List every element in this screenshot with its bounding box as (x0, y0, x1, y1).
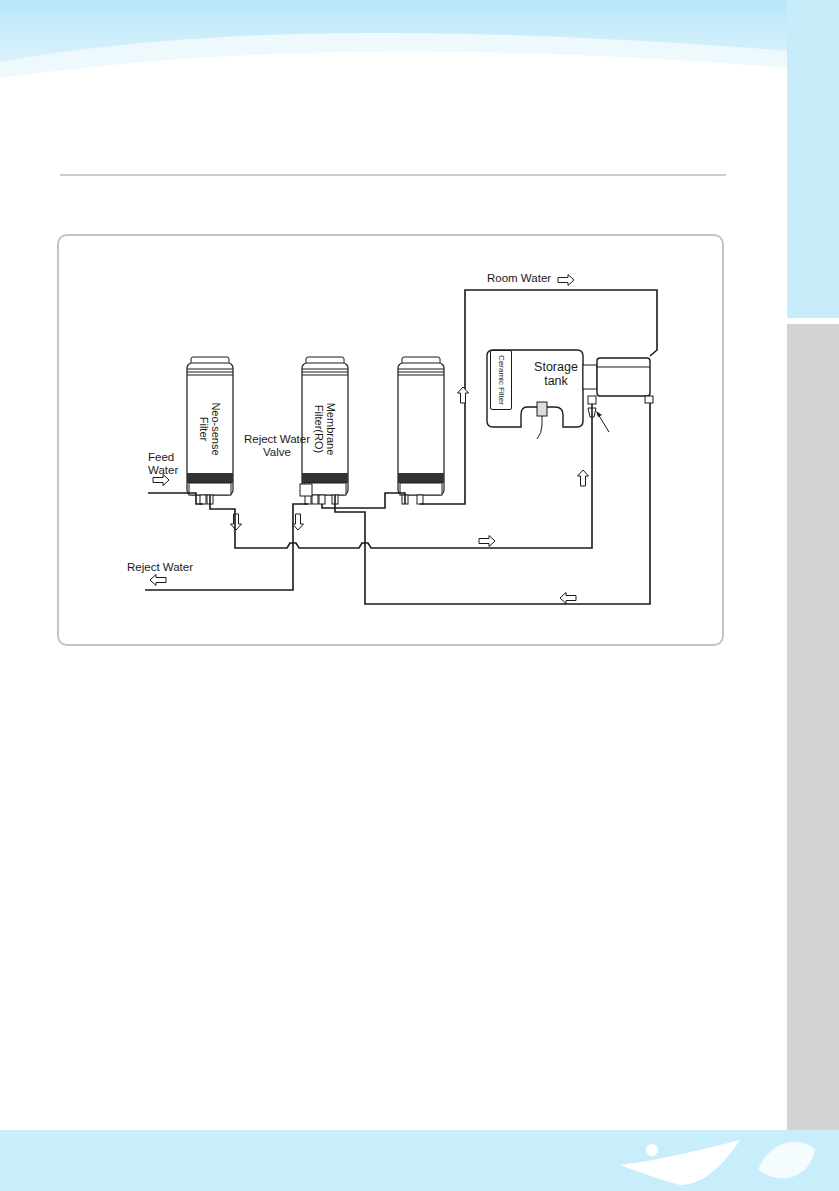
leader-arrowhead (596, 411, 602, 417)
flow-arrow (293, 514, 304, 530)
drop-decoration (620, 1140, 740, 1185)
figure-frame (58, 235, 723, 645)
cartridge-rib (187, 372, 233, 373)
vertical-label: Neo-sense Filter (198, 397, 222, 461)
flow-label: Feed Water (148, 451, 192, 477)
cartridge-body (302, 363, 348, 495)
cartridge-band (302, 473, 348, 483)
water-tube (649, 403, 651, 433)
vertical-label: Ceramic Filter (497, 351, 506, 409)
tube-fitting (417, 495, 423, 504)
cartridge-body (187, 363, 233, 495)
water-tube (335, 433, 650, 604)
flow-label: Room Water (487, 272, 551, 285)
water-tube (210, 433, 592, 548)
flow-arrow (458, 387, 469, 403)
ceramic-filter: Ceramic Filter (490, 350, 512, 410)
leader-line (598, 414, 609, 432)
reservoir-box (597, 358, 650, 396)
water-tube (591, 404, 593, 433)
storage-tank: Storage tank Ceramic Filter (485, 345, 655, 433)
side-tab (787, 324, 839, 1130)
filter-cartridge (398, 357, 444, 495)
cartridge-rib (187, 369, 233, 370)
tube-fitting (319, 495, 325, 504)
tube-fitting (200, 495, 206, 504)
tube-fitting (312, 495, 318, 504)
flow-arrow (479, 536, 495, 547)
tank-label: Storage tank (527, 360, 585, 389)
flow-arrow (231, 514, 242, 530)
drop-decoration (646, 1144, 658, 1156)
water-tube (420, 290, 657, 504)
tube-fitting (588, 396, 596, 404)
reject-valve (300, 484, 312, 496)
water-tube (145, 504, 308, 590)
reservoir-lid (597, 367, 650, 368)
flow-arrow (578, 470, 589, 486)
cartridge-rib (302, 375, 348, 376)
vertical-label: Membrane Filter(RO) (313, 393, 337, 465)
cartridge-band (398, 473, 444, 483)
filter-cartridge (187, 357, 233, 495)
flow-label: Reject Water (127, 561, 193, 574)
tank-joint (583, 365, 597, 389)
water-tube (148, 493, 203, 504)
cartridge-band (187, 473, 233, 483)
rule-line (60, 175, 726, 176)
flow-arrow (560, 593, 576, 604)
cartridge-rib (302, 369, 348, 370)
cartridge-rib (302, 372, 348, 373)
side-tab (787, 0, 839, 318)
faucet (537, 402, 547, 416)
header-wave (0, 51, 839, 120)
flow-arrow (153, 475, 169, 486)
flow-arrow (150, 575, 166, 586)
cartridge-body (398, 363, 444, 495)
cartridge-base (400, 483, 442, 495)
part-label: Reject Water Valve (240, 433, 314, 459)
tube-fitting (645, 396, 653, 403)
drop-decoration (758, 1142, 815, 1179)
filter-cartridge (302, 357, 348, 495)
faucet-cord (537, 416, 542, 439)
cartridge-rib (187, 375, 233, 376)
flow-arrow (558, 275, 574, 286)
cartridge-rib (398, 369, 444, 370)
filter-cartridge-label: Neo-sense Filter (187, 363, 233, 495)
filter-cartridge-label: Membrane Filter(RO) (302, 363, 348, 495)
cartridge-rib (398, 375, 444, 376)
footer-band (0, 1130, 839, 1191)
cartridge-rib (398, 372, 444, 373)
